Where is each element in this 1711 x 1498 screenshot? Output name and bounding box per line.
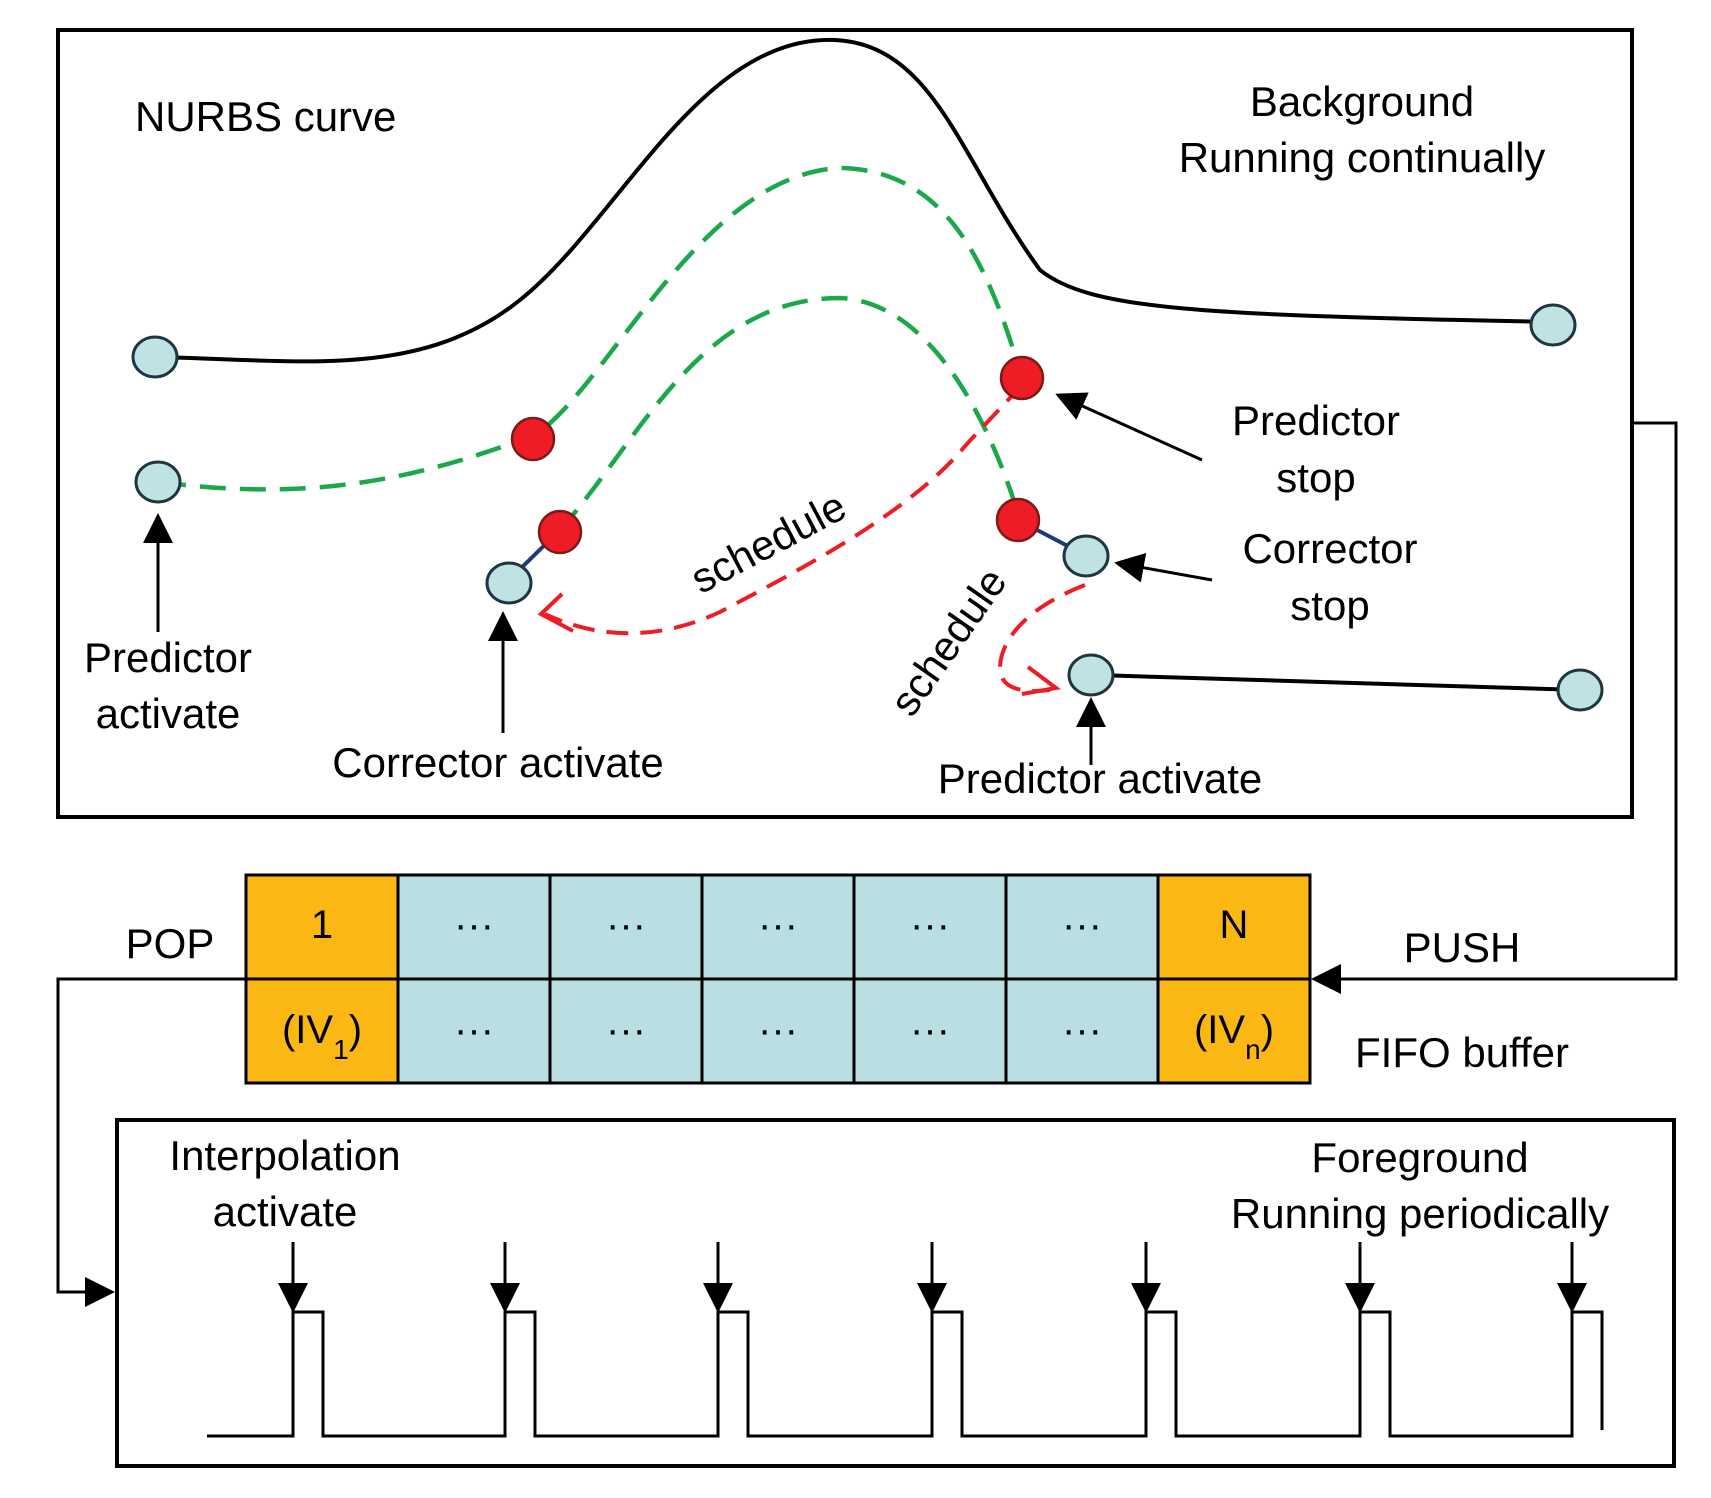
fifo-buffer: 1 (IV1) ··· ··· ··· ··· ··· ··· ··· ··· ··· ··· N (IV… [56, 421, 1678, 1307]
buffer-index-2: ··· [606, 903, 646, 947]
start-node-predictor [134, 460, 182, 504]
buffer-cell-top-0 [244, 873, 400, 981]
predictor-stop-arrow [1055, 392, 1203, 462]
curve-nodes [131, 303, 1604, 712]
buffer-cell-bottom-5 [1004, 977, 1160, 1085]
buffer-value-2: ··· [606, 1008, 646, 1052]
predictor-activate-left-label-2: activate [96, 690, 241, 737]
predictor-stop-label-1: Predictor [1232, 397, 1400, 444]
nurbs-curve-main [154, 37, 1554, 364]
schedule-label-right: schedule [881, 559, 1016, 724]
predicted-path-lower [558, 295, 1023, 532]
schedule-arrowhead-left [537, 592, 574, 633]
buffer-index-0: 1 [311, 903, 333, 947]
corrector-node-right [1062, 534, 1110, 578]
corrector-activate-label: Corrector activate [332, 739, 663, 786]
push-arrow [1311, 421, 1678, 994]
buffer-value-5: ··· [1062, 1008, 1102, 1052]
corrector-start-node [537, 509, 583, 555]
predictor-stop-label-2: stop [1276, 454, 1355, 501]
buffer-index-6: N [1220, 903, 1249, 947]
buffer-cell-bottom-4 [852, 977, 1008, 1085]
buffer-index-5: ··· [1062, 903, 1102, 947]
buffer-cell-bottom-1 [396, 977, 552, 1085]
buffer-cells: 1 (IV1) ··· ··· ··· ··· ··· ··· ··· ··· ··· ··· N (IV… [244, 873, 1312, 1085]
fifo-buffer-label: FIFO buffer [1355, 1029, 1569, 1076]
buffer-index-1: ··· [454, 903, 494, 947]
buffer-cell-bottom-0 [244, 977, 400, 1085]
end-node-curve [1529, 303, 1577, 347]
buffer-value-6: (IVn) [1194, 1008, 1274, 1065]
background-title: Background [1250, 78, 1474, 125]
pop-label: POP [126, 920, 215, 967]
buffer-cell-bottom-2 [548, 977, 704, 1085]
predictor-activate-right-label: Predictor activate [938, 755, 1262, 802]
interpolation-pulse-signal [207, 1310, 1604, 1438]
background-panel: NURBS curve Background Running continual… [56, 28, 1634, 819]
interpolation-activate-label-2: activate [213, 1188, 358, 1235]
next-end-node [1556, 668, 1604, 712]
next-start-node [1067, 653, 1115, 697]
pulse-train [207, 1242, 1604, 1438]
pop-arrow [56, 977, 246, 1307]
buffer-index-4: ··· [910, 903, 950, 947]
predicted-path-upper [159, 165, 1025, 492]
corrector-start-node-right [995, 497, 1041, 543]
corrector-stop-arrow [1114, 552, 1213, 583]
push-label: PUSH [1404, 924, 1521, 971]
foreground-panel: Interpolation activate Foreground Runnin… [115, 1118, 1676, 1468]
buffer-cell-bottom-3 [700, 977, 856, 1085]
corrector-stop-label-2: stop [1290, 582, 1369, 629]
schedule-arrowhead-right [1021, 665, 1061, 696]
interpolation-activate-label-1: Interpolation [169, 1132, 400, 1179]
start-node-curve [131, 335, 179, 379]
corrector-node-left [485, 561, 533, 605]
corrector-stop-label-1: Corrector [1242, 525, 1417, 572]
next-curve-segment [1095, 673, 1581, 692]
schedule-path-right [997, 583, 1086, 693]
buffer-value-3: ··· [758, 1008, 798, 1052]
background-subtitle: Running continually [1179, 134, 1546, 181]
buffer-value-1: ··· [454, 1008, 494, 1052]
foreground-title: Foreground [1311, 1134, 1528, 1181]
buffer-cell-top-3 [700, 873, 856, 981]
predictor-stop-node-right [999, 355, 1045, 401]
buffer-value-0: (IV1) [282, 1008, 362, 1065]
predictor-activate-left-label-1: Predictor [84, 634, 252, 681]
buffer-cell-top-6 [1156, 873, 1312, 981]
buffer-index-3: ··· [758, 903, 798, 947]
foreground-subtitle: Running periodically [1231, 1190, 1609, 1237]
schedule-path-left [544, 383, 1024, 636]
predictor-stop-node-upper-left [510, 416, 556, 462]
foreground-frame [115, 1118, 1676, 1468]
buffer-value-4: ··· [910, 1008, 950, 1052]
buffer-cell-bottom-6 [1156, 977, 1312, 1085]
nurbs-curve-label: NURBS curve [135, 93, 396, 140]
